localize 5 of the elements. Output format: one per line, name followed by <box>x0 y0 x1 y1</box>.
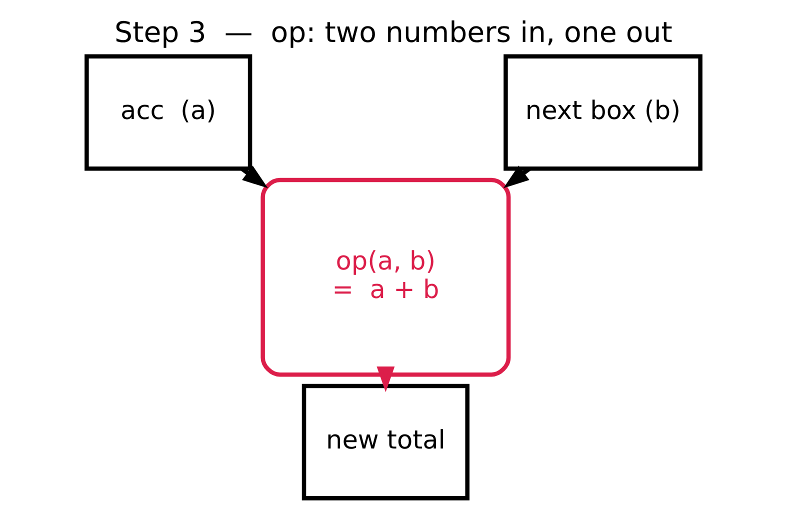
node-box: acc (a) <box>84 54 252 171</box>
diagram-title: Step 3 — op: two numbers in, one out <box>114 16 672 50</box>
arrow <box>376 366 395 392</box>
node-box: next box (b) <box>504 54 702 171</box>
node-box: new total <box>302 384 470 500</box>
